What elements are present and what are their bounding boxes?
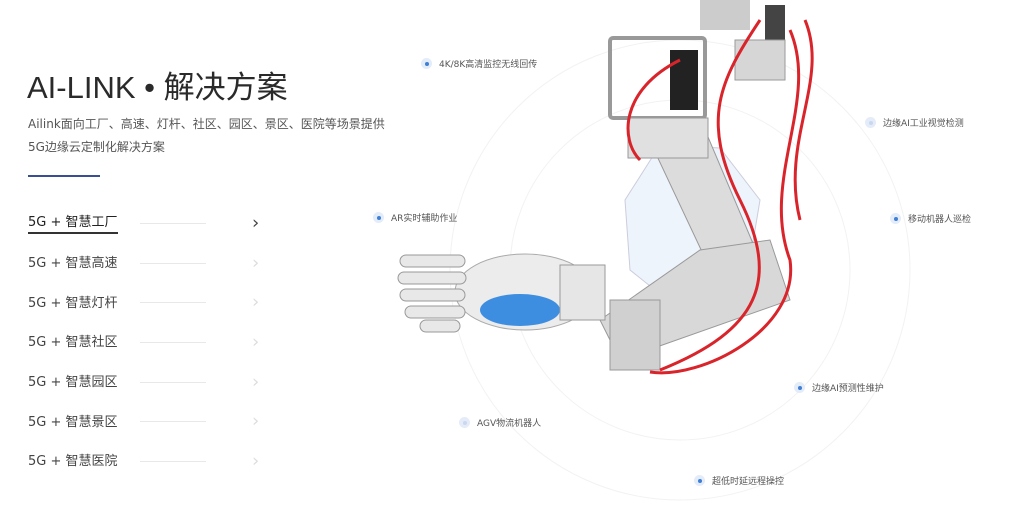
divider — [140, 381, 206, 383]
feature-text: 边缘AI工业视觉检测 — [883, 119, 964, 129]
chevron-right-icon: › — [252, 450, 260, 472]
feature-text: 移动机器人巡检 — [908, 215, 972, 225]
feature-text: 超低时延远程操控 — [712, 477, 785, 487]
chevron-right-icon: › — [252, 291, 260, 313]
menu-item-factory[interactable]: 5G + 智慧工厂 › — [28, 203, 278, 243]
feature-label: 边缘AI工业视觉检测 — [865, 116, 964, 129]
chevron-right-icon: › — [252, 371, 260, 393]
feature-text: 4K/8K高清监控无线回传 — [439, 60, 538, 70]
dot-icon — [794, 382, 805, 393]
divider — [140, 421, 206, 423]
feature-text: AGV物流机器人 — [477, 419, 542, 429]
feature-label: AR实时辅助作业 — [373, 211, 457, 224]
feature-label: AGV物流机器人 — [459, 416, 541, 429]
dot-icon — [459, 417, 470, 428]
feature-label: 移动机器人巡检 — [890, 212, 971, 225]
accent-divider — [28, 175, 100, 177]
feature-label: 超低时延远程操控 — [694, 474, 784, 487]
menu-item-label: 5G + 智慧高速 — [28, 256, 118, 272]
menu-item-highway[interactable]: 5G + 智慧高速 › — [28, 243, 278, 283]
menu-item-label: 5G + 智慧景区 — [28, 414, 118, 430]
menu-item-label: 5G + 智慧灯杆 — [28, 295, 118, 311]
menu-item-label: 5G + 智慧工厂 — [28, 211, 118, 235]
menu-item-label: 5G + 智慧园区 — [28, 375, 118, 391]
divider — [140, 222, 206, 224]
dot-icon — [865, 117, 876, 128]
menu-item-label: 5G + 智慧医院 — [28, 454, 118, 470]
chevron-right-icon: › — [252, 212, 260, 234]
menu-item-hospital[interactable]: 5G + 智慧医院 › — [28, 441, 278, 481]
divider — [140, 262, 206, 264]
feature-label: 4K/8K高清监控无线回传 — [421, 57, 537, 70]
page-description: Ailink面向工厂、高速、灯杆、社区、园区、景区、医院等场景提供5G边缘云定制… — [28, 117, 385, 154]
feature-text: 边缘AI预测性维护 — [812, 384, 884, 394]
page-title: AI-LINK • 解决方案 — [27, 70, 288, 105]
chevron-right-icon: › — [252, 252, 260, 274]
divider — [140, 302, 206, 304]
menu-item-label: 5G + 智慧社区 — [28, 335, 118, 351]
dot-icon — [373, 212, 384, 223]
dot-icon — [890, 213, 901, 224]
menu-item-community[interactable]: 5G + 智慧社区 › — [28, 322, 278, 362]
menu-item-park[interactable]: 5G + 智慧园区 › — [28, 362, 278, 402]
chevron-right-icon: › — [252, 331, 260, 353]
dot-icon — [421, 58, 432, 69]
feature-text: AR实时辅助作业 — [391, 214, 458, 224]
menu-item-lamppost[interactable]: 5G + 智慧灯杆 › — [28, 282, 278, 322]
chevron-right-icon: › — [252, 410, 260, 432]
solution-menu: 5G + 智慧工厂 › 5G + 智慧高速 › 5G + 智慧灯杆 › 5G + 智慧… — [28, 203, 278, 481]
divider — [140, 341, 206, 343]
dot-icon — [694, 475, 705, 486]
feature-label: 边缘AI预测性维护 — [794, 381, 884, 394]
divider — [140, 460, 206, 462]
menu-item-scenic[interactable]: 5G + 智慧景区 › — [28, 401, 278, 441]
